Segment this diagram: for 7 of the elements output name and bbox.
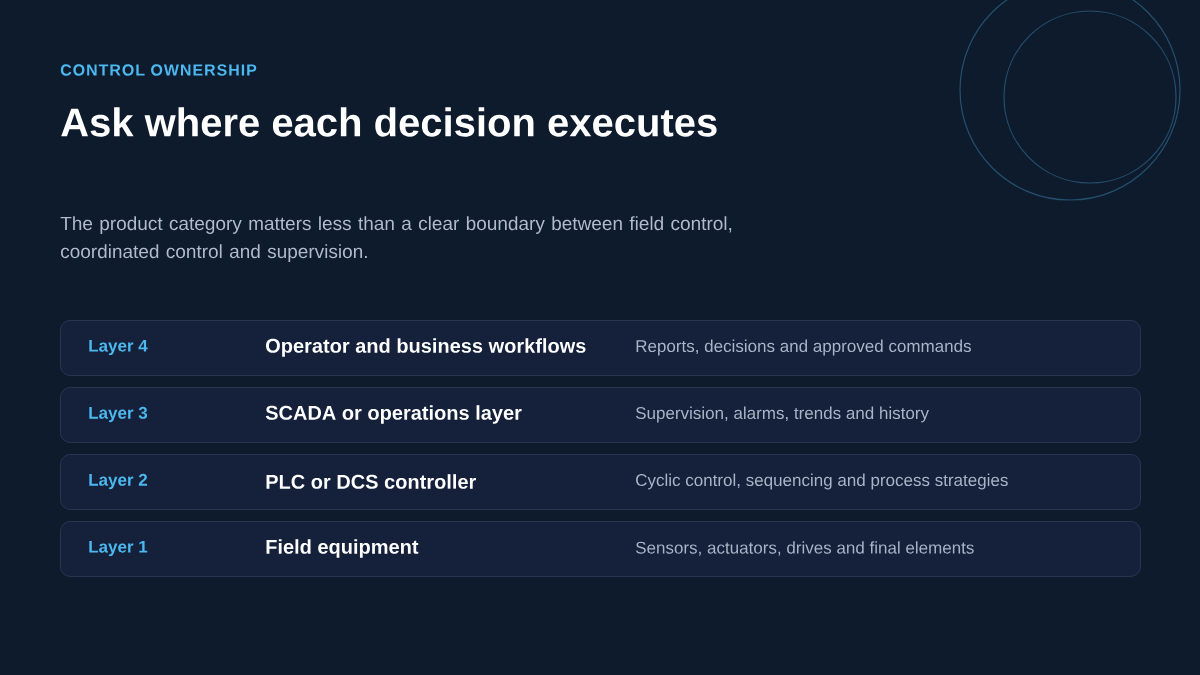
layer-row: Layer 3 SCADA or operations layer Supervision, alarms, trends and history bbox=[60, 387, 1141, 443]
eyebrow-heading: CONTROL OWNERSHIP bbox=[60, 64, 257, 76]
intro-paragraph: The product category matters less than a clear boundary between field control, coordinated control and supervision. bbox=[60, 216, 732, 262]
layer-row: Layer 1 Field equipment Sensors, actuators, drives and final elements bbox=[60, 521, 1141, 577]
layer-row: Layer 2 PLC or DCS controller Cyclic control, sequencing and process strategies bbox=[60, 454, 1141, 510]
slide-title: Ask where each decision executes bbox=[61, 107, 717, 137]
layer-row: Layer 4 Operator and business workflows Reports, decisions and approved commands bbox=[60, 320, 1141, 376]
